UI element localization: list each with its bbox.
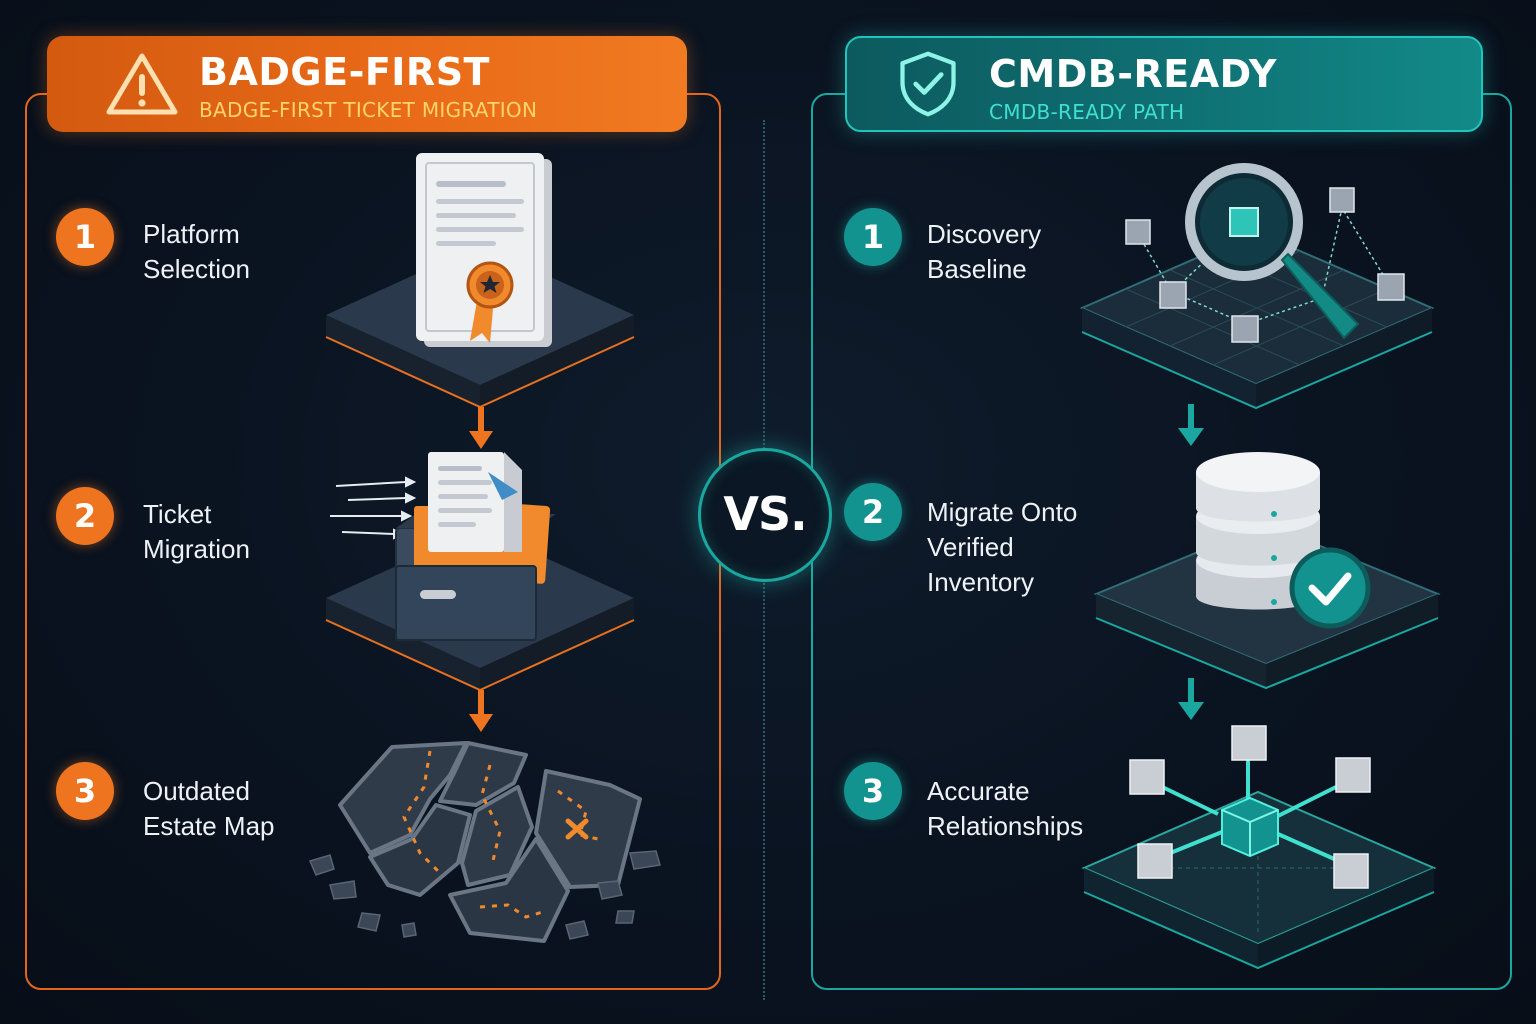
left-step-2-number: 2 <box>56 487 114 545</box>
right-step-3-label: Accurate Relationships <box>927 776 1084 841</box>
left-step-1-number: 1 <box>56 208 114 266</box>
cmdb-ready-header: CMDB-READY CMDB-READY PATH <box>845 36 1483 132</box>
vs-label: VS. <box>723 487 807 541</box>
down-arrow-icon <box>469 690 493 732</box>
vs-badge: VS. <box>698 448 832 582</box>
right-step-1-label: Discovery Baseline <box>927 219 1042 284</box>
node-network-icon <box>1081 725 1437 970</box>
right-step-2-number: 2 <box>844 483 902 541</box>
badge-first-header: BADGE-FIRST BADGE-FIRST TICKET MIGRATION <box>47 36 687 132</box>
badge-first-subtitle: BADGE-FIRST TICKET MIGRATION <box>199 98 538 122</box>
down-arrow-icon <box>1178 404 1204 446</box>
certificate-badge-icon <box>325 153 635 409</box>
cmdb-ready-title: CMDB-READY <box>989 52 1277 96</box>
left-step-1-label: Platform Selection <box>143 219 250 284</box>
down-arrow-icon <box>469 407 493 449</box>
file-drawer-icon <box>325 452 635 692</box>
database-check-icon <box>1093 452 1441 690</box>
right-step-2-label: Migrate Onto Verified Inventory <box>927 497 1078 597</box>
right-step-1-number: 1 <box>844 208 902 266</box>
magnifier-network-icon <box>1079 163 1435 410</box>
broken-map-icon <box>308 741 661 943</box>
right-step-3-number: 3 <box>844 762 902 820</box>
warning-triangle-icon <box>106 53 178 115</box>
left-step-2-label: Ticket Migration <box>143 499 250 564</box>
badge-first-title: BADGE-FIRST <box>199 50 490 94</box>
cmdb-ready-subtitle: CMDB-READY PATH <box>989 100 1185 124</box>
shield-check-icon <box>900 51 956 117</box>
left-step-3-number: 3 <box>56 762 114 820</box>
left-step-3-label: Outdated Estate Map <box>143 776 275 841</box>
down-arrow-icon <box>1178 678 1204 720</box>
